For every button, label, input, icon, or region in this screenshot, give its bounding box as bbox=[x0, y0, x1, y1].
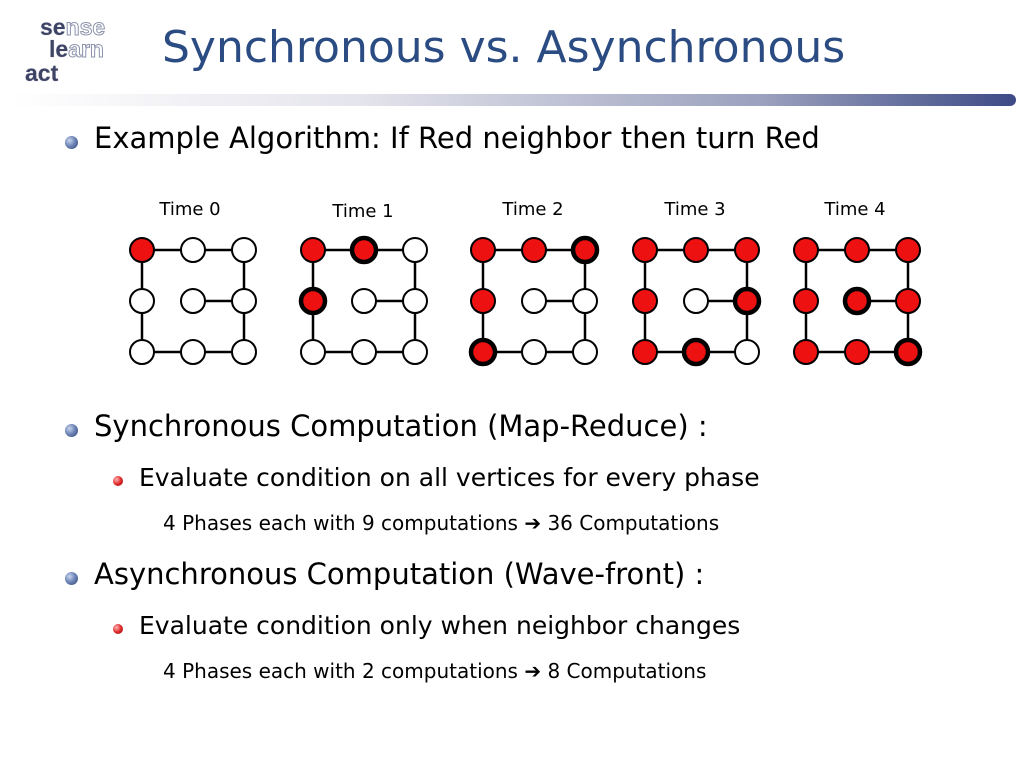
bullet-example: Example Algorithm: If Red neighbor then … bbox=[94, 121, 820, 155]
title-underline bbox=[10, 94, 1016, 106]
grid-node-red bbox=[895, 237, 921, 263]
grid-node-red bbox=[300, 237, 326, 263]
grid-node-empty bbox=[180, 288, 206, 314]
grid-time-2: Time 2 bbox=[468, 199, 600, 367]
logo-text: act bbox=[25, 60, 59, 86]
sub-bullet-icon bbox=[113, 624, 123, 634]
grid-node-red bbox=[844, 237, 870, 263]
time-label: Time 0 bbox=[158, 199, 220, 220]
logo-text: se bbox=[40, 14, 66, 40]
logo: sense learn act bbox=[22, 14, 132, 90]
grid-node-red bbox=[521, 237, 547, 263]
grid-node-empty bbox=[683, 288, 709, 314]
grid-node-empty bbox=[402, 237, 428, 263]
grid-node-empty bbox=[231, 237, 257, 263]
grid-node-red bbox=[468, 337, 498, 367]
grid-node-empty bbox=[351, 339, 377, 365]
grid-diagram: Time 0 Time 1 Time 2 Time 3 Time 4 bbox=[129, 199, 923, 367]
time-label: Time 1 bbox=[331, 201, 393, 222]
detail-text: 4 Phases each with 9 computations bbox=[163, 511, 518, 535]
grid-node-red bbox=[470, 237, 496, 263]
grid-time-4: Time 4 bbox=[793, 199, 923, 367]
grid-node-empty bbox=[521, 288, 547, 314]
grid-node-red bbox=[298, 286, 328, 316]
grid-node-empty bbox=[734, 339, 760, 365]
grid-node-empty bbox=[180, 339, 206, 365]
detail-text: 8 Computations bbox=[547, 659, 707, 683]
bullet-sync: Synchronous Computation (Map-Reduce) : bbox=[94, 409, 708, 443]
grid-node-red bbox=[793, 288, 819, 314]
grid-time-0: Time 0 bbox=[129, 199, 257, 365]
grid-node-empty bbox=[521, 339, 547, 365]
grid-node-empty bbox=[129, 339, 155, 365]
grid-node-red bbox=[844, 339, 870, 365]
logo-text: le bbox=[49, 36, 69, 62]
grid-node-red bbox=[129, 237, 155, 263]
grid-node-red bbox=[683, 237, 709, 263]
bullet-sync-detail: 4 Phases each with 9 computations ➔ 36 C… bbox=[163, 511, 719, 535]
slide-title: Synchronous vs. Asynchronous bbox=[162, 22, 846, 73]
grid-node-red bbox=[734, 237, 760, 263]
time-label: Time 3 bbox=[663, 199, 725, 220]
sub-bullet-icon bbox=[113, 476, 123, 486]
grid-node-empty bbox=[572, 339, 598, 365]
logo-text: nse bbox=[65, 14, 106, 40]
grid-time-1: Time 1 bbox=[298, 201, 428, 365]
bullet-async: Asynchronous Computation (Wave-front) : bbox=[94, 557, 705, 591]
grid-node-red bbox=[732, 286, 762, 316]
grid-node-empty bbox=[402, 288, 428, 314]
time-label: Time 2 bbox=[501, 199, 563, 220]
grid-node-red bbox=[349, 235, 379, 265]
grid-node-red bbox=[893, 337, 923, 367]
grid-node-red bbox=[470, 288, 496, 314]
arrow-icon: ➔ bbox=[524, 659, 542, 683]
grid-node-red bbox=[842, 286, 872, 316]
grid-node-red bbox=[895, 288, 921, 314]
grid-node-empty bbox=[180, 237, 206, 263]
bullet-icon bbox=[65, 424, 78, 437]
grid-node-empty bbox=[129, 288, 155, 314]
bullet-sync-sub: Evaluate condition on all vertices for e… bbox=[139, 463, 760, 492]
grid-node-red bbox=[681, 337, 711, 367]
logo-text: arn bbox=[68, 36, 105, 62]
logo-line-sense: sense bbox=[40, 14, 106, 40]
time-label: Time 4 bbox=[823, 199, 885, 220]
grid-node-empty bbox=[231, 288, 257, 314]
grid-time-3: Time 3 bbox=[632, 199, 762, 367]
grid-node-empty bbox=[300, 339, 326, 365]
grid-node-red bbox=[632, 288, 658, 314]
logo-line-act: act bbox=[25, 62, 58, 85]
bullet-async-detail: 4 Phases each with 2 computations ➔ 8 Co… bbox=[163, 659, 706, 683]
grid-node-red bbox=[632, 339, 658, 365]
grid-node-empty bbox=[572, 288, 598, 314]
grid-node-red bbox=[632, 237, 658, 263]
bullet-async-sub: Evaluate condition only when neighbor ch… bbox=[139, 611, 741, 640]
logo-line-learn: learn bbox=[49, 36, 105, 62]
bullet-icon bbox=[65, 136, 78, 149]
grid-node-empty bbox=[402, 339, 428, 365]
grid-node-empty bbox=[351, 288, 377, 314]
grid-node-red bbox=[793, 339, 819, 365]
detail-text: 36 Computations bbox=[547, 511, 720, 535]
grid-node-red bbox=[570, 235, 600, 265]
grid-node-red bbox=[793, 237, 819, 263]
bullet-icon bbox=[65, 572, 78, 585]
detail-text: 4 Phases each with 2 computations bbox=[163, 659, 518, 683]
grid-node-empty bbox=[231, 339, 257, 365]
arrow-icon: ➔ bbox=[524, 511, 542, 535]
